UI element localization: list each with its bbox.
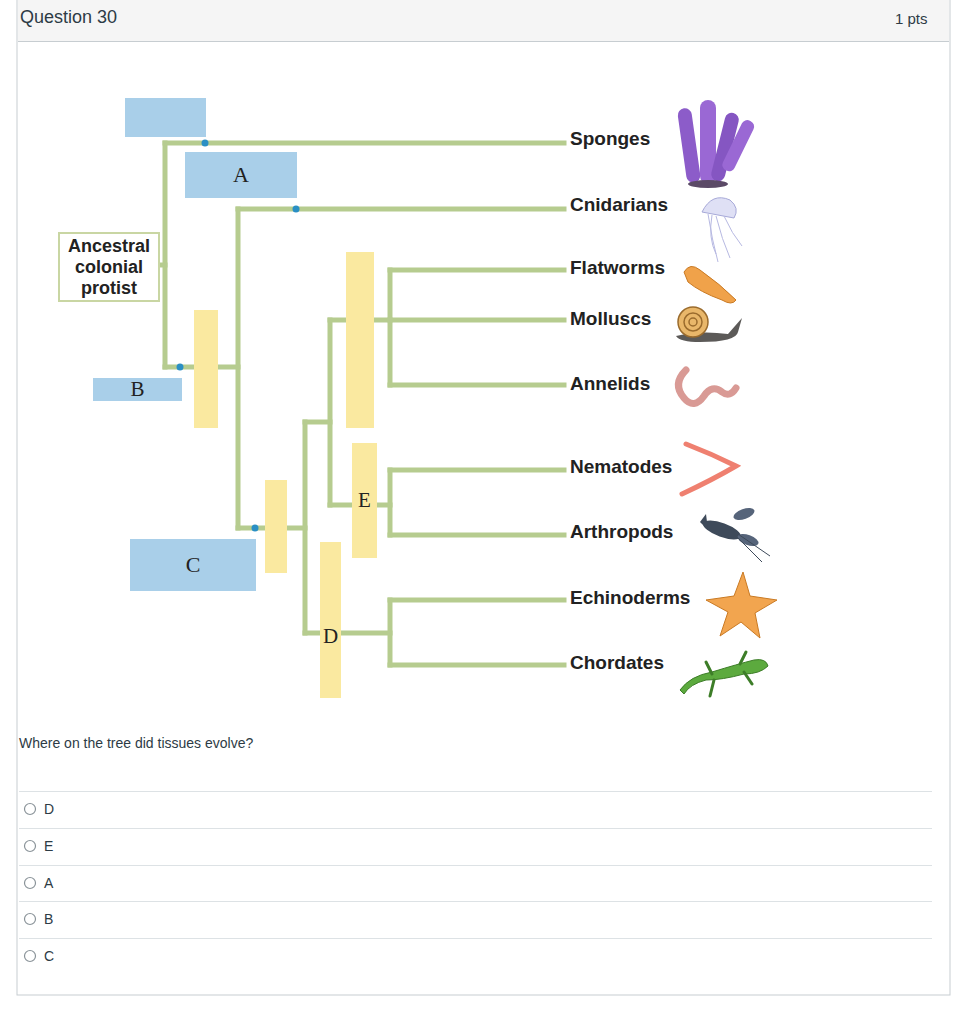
snail-illustration [676, 307, 742, 342]
clade-letter: B [130, 379, 144, 400]
clade-box: A [185, 152, 297, 198]
nematode-illustration [682, 444, 736, 494]
question-frame [17, 0, 950, 995]
starfish-illustration [706, 572, 777, 638]
taxon-label: Chordates [570, 652, 664, 674]
points-label: 1 pts [895, 10, 928, 27]
option-rules [19, 792, 932, 939]
trait-bars [194, 252, 374, 573]
taxon-label: Cnidarians [570, 194, 668, 216]
taxon-label: Molluscs [570, 308, 651, 330]
lobster-illustration [700, 506, 770, 562]
header-bar [18, 0, 949, 41]
taxon-label: Flatworms [570, 257, 665, 279]
clade-letter: E [358, 490, 371, 511]
clade-letter: D [323, 626, 338, 647]
flatworm-illustration [684, 266, 736, 303]
question-text: Where on the tree did tissues evolve? [19, 735, 253, 751]
taxon-label: Arthropods [570, 521, 673, 543]
sponge-illustration [677, 100, 756, 188]
ancestor-label: Ancestral colonial protist [60, 236, 158, 299]
clade-letter: A [233, 164, 249, 186]
taxon-label: Annelids [570, 373, 650, 395]
blank-box [125, 98, 206, 137]
lizard-illustration [680, 652, 768, 696]
clade-box: B [93, 378, 182, 401]
clade-box: C [130, 539, 256, 591]
taxon-label: Sponges [570, 128, 650, 150]
option-label: B [44, 911, 53, 927]
option-label: C [44, 948, 54, 964]
ancestor-box: Ancestral colonial protist [58, 232, 160, 302]
option-label: A [44, 875, 53, 891]
radio-buttons [25, 804, 36, 962]
clade-letter: C [186, 554, 201, 576]
option-label: E [44, 838, 53, 854]
header-rule [18, 41, 949, 42]
question-title: Question 30 [20, 7, 117, 28]
annelid-illustration [678, 370, 736, 404]
jellyfish-illustration [702, 198, 742, 262]
taxon-label: Echinoderms [570, 587, 690, 609]
trait-bar: D [320, 542, 341, 698]
taxon-label: Nematodes [570, 456, 672, 478]
option-label: D [44, 801, 54, 817]
trait-bar: E [352, 443, 377, 558]
